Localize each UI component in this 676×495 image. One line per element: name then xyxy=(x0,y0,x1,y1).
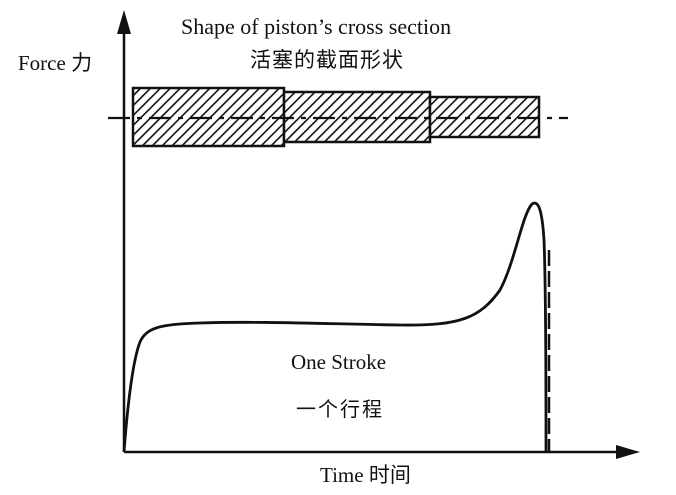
cross-section-title-zh: 活塞的截面形状 xyxy=(250,48,404,72)
y-axis-label: Force 力 xyxy=(18,51,93,75)
stroke-label-en: One Stroke xyxy=(291,350,387,374)
x-axis-arrow xyxy=(616,445,640,459)
cross-section-title-en: Shape of piston’s cross section xyxy=(181,14,452,39)
y-axis-arrow xyxy=(117,10,131,34)
x-axis-label: Time 时间 xyxy=(320,463,411,487)
stroke-label-zh: 一个行程 xyxy=(296,397,384,421)
force-curve xyxy=(122,201,548,453)
